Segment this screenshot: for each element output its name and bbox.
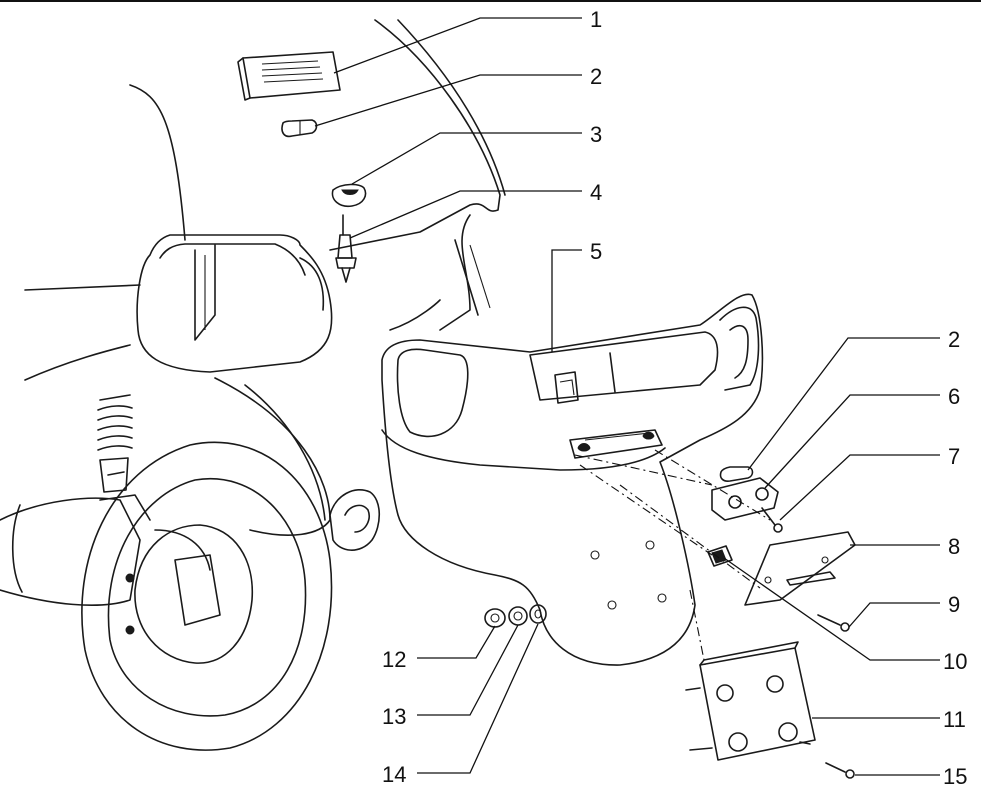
part-12-washer bbox=[484, 608, 506, 628]
callout-7: 7 bbox=[948, 444, 960, 469]
callout-3: 3 bbox=[590, 122, 602, 147]
part-9-screw bbox=[817, 614, 850, 632]
part-7-screw bbox=[761, 507, 783, 533]
part-2-bulb-lower bbox=[719, 466, 754, 482]
assembly-lines bbox=[574, 449, 771, 666]
part-10-clip bbox=[707, 545, 733, 567]
callout-2-upper: 2 bbox=[590, 64, 602, 89]
part-1-label-sticker bbox=[237, 51, 341, 101]
callout-15: 15 bbox=[943, 764, 967, 789]
part-8-lens-cover bbox=[744, 531, 856, 606]
part-2-bulb-upper bbox=[281, 119, 318, 138]
callout-11: 11 bbox=[943, 707, 966, 732]
part-14-nut bbox=[529, 604, 547, 624]
part-4-switch bbox=[335, 214, 357, 283]
callout-9: 9 bbox=[948, 592, 960, 617]
side-cap bbox=[329, 489, 381, 551]
shock-absorber bbox=[97, 394, 133, 493]
callout-1: 1 bbox=[590, 7, 602, 32]
callout-10: 10 bbox=[943, 649, 967, 674]
rear-wheel bbox=[0, 441, 333, 751]
part-11-plate-bracket bbox=[685, 641, 816, 761]
callout-8: 8 bbox=[948, 534, 960, 559]
part-13-washer bbox=[508, 606, 528, 626]
callout-4: 4 bbox=[590, 180, 602, 205]
top-border-rule bbox=[0, 0, 981, 2]
callout-2-lower: 2 bbox=[948, 327, 960, 352]
callout-labels: 1 2 3 4 5 2 6 7 8 9 10 11 12 13 14 15 bbox=[382, 7, 967, 789]
callout-5: 5 bbox=[590, 239, 602, 264]
leader-lines bbox=[314, 17, 940, 776]
callout-14: 14 bbox=[382, 762, 406, 787]
part-15-screw bbox=[825, 762, 855, 779]
part-5-rear-fender bbox=[381, 293, 764, 666]
callout-12: 12 bbox=[382, 647, 406, 672]
scooter-body-outline bbox=[24, 19, 506, 536]
callout-6: 6 bbox=[948, 384, 960, 409]
part-3-nut bbox=[331, 183, 367, 208]
callout-13: 13 bbox=[382, 704, 406, 729]
